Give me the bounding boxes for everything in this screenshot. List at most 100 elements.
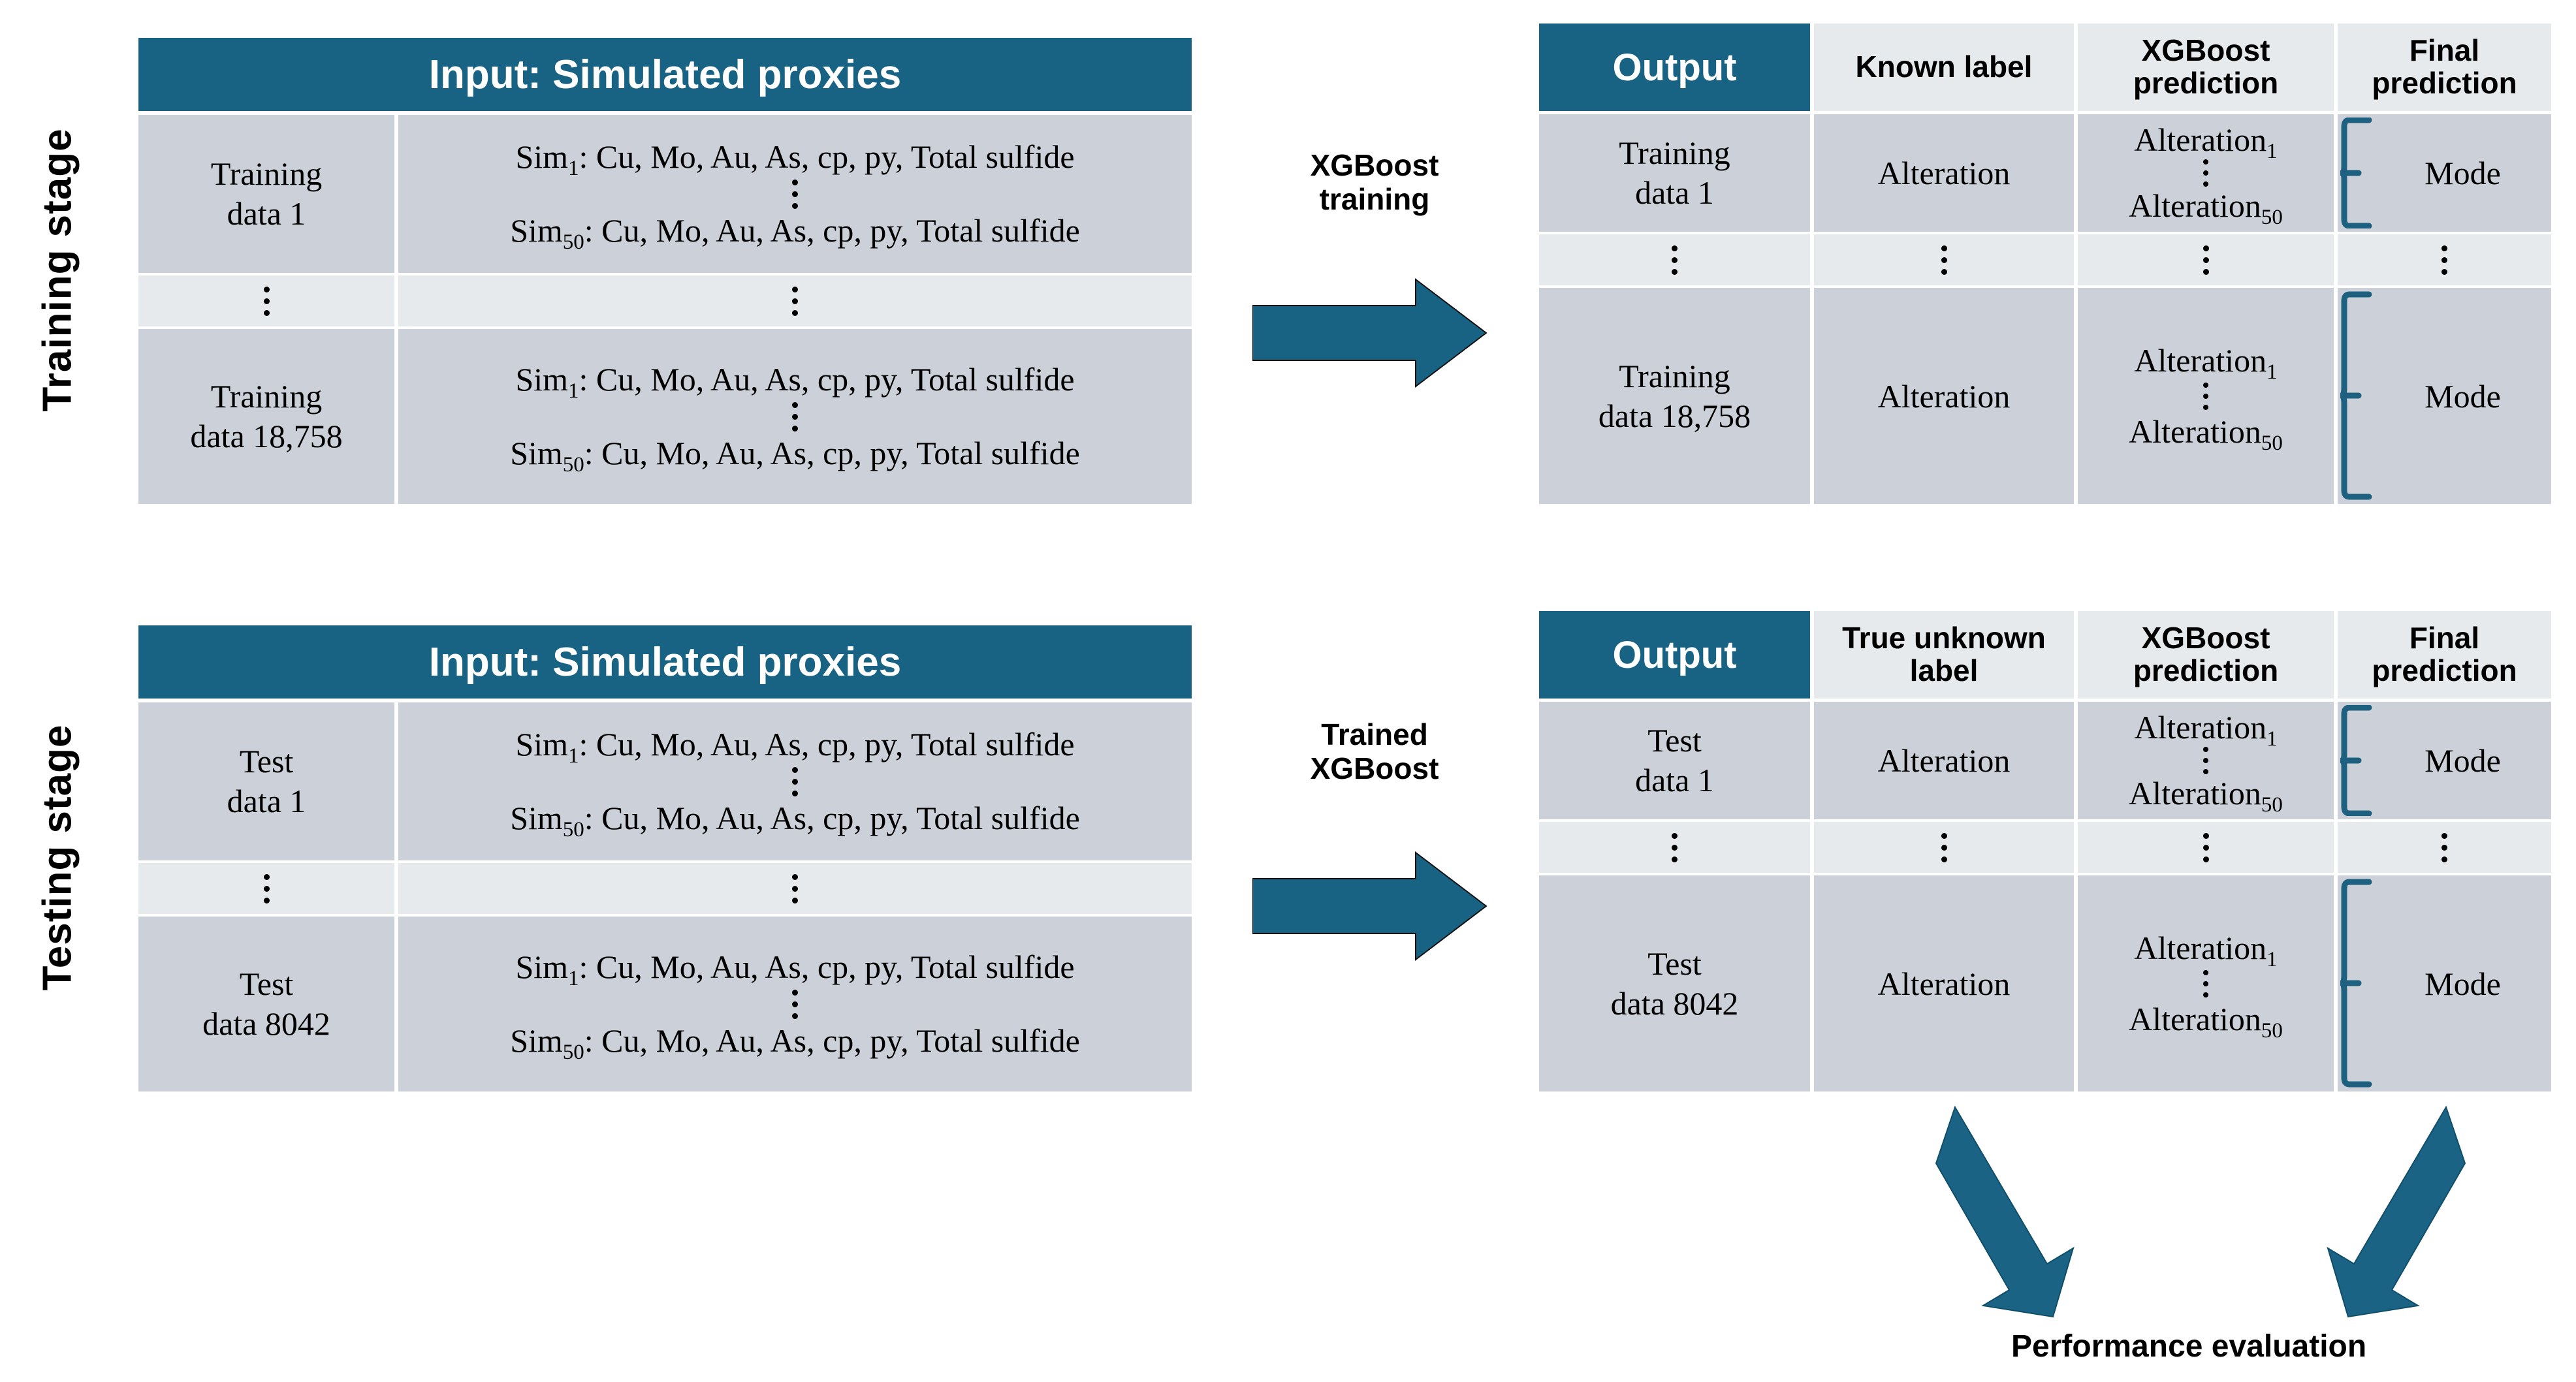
row-id-line1: Test — [239, 966, 294, 1002]
sim-index-last: 50 — [562, 230, 584, 254]
prediction-index-last: 50 — [2261, 1018, 2283, 1043]
table-cell-final-prediction: Mode — [2338, 875, 2551, 1091]
mode-bracket-icon — [2338, 879, 2378, 1088]
row-id-line2: data 8042 — [202, 1005, 330, 1042]
table-row-ellipsis-final — [2338, 822, 2551, 873]
table-cell-xgboost-prediction: Alteration1 Alteration50 — [2078, 875, 2334, 1091]
xgboost-training-arrow-label: XGBoost training — [1244, 148, 1505, 216]
trained-xgboost-arrow-icon — [1252, 847, 1487, 965]
proxy-line-first: Sim1: Cu, Mo, Au, As, cp, py, Total sulf… — [515, 360, 1075, 403]
trained-xgboost-arrow-label: Trained XGBoost — [1244, 717, 1505, 785]
table-row-id-cell: Training data 18,758 — [138, 329, 394, 504]
sim-text: Sim — [515, 949, 569, 985]
row-id-line1: Test — [1647, 722, 1702, 759]
testing-output-header-final-prediction: Final prediction — [2338, 611, 2551, 699]
table-cell-final-prediction: Mode — [2338, 288, 2551, 504]
training-output-header-xgboost-prediction: XGBoost prediction — [2078, 24, 2334, 111]
table-cell-known-label: Alteration — [1814, 702, 2074, 819]
header-line1: XGBoost — [2141, 33, 2270, 68]
sim-index-last: 50 — [562, 1041, 584, 1064]
proxy-tail: : Cu, Mo, Au, As, cp, py, Total sulfide — [579, 361, 1075, 398]
table-row-proxy-cell: Sim1: Cu, Mo, Au, As, cp, py, Total sulf… — [398, 702, 1192, 860]
prediction-first: Alteration1 — [2134, 120, 2278, 163]
vertical-dots — [2203, 747, 2208, 774]
header-line2: prediction — [2372, 66, 2517, 100]
prediction-text: Alteration — [2134, 121, 2267, 158]
row-id-line2: data 18,758 — [1598, 397, 1751, 434]
table-row-proxy-cell: Sim1: Cu, Mo, Au, As, cp, py, Total sulf… — [398, 115, 1192, 273]
testing-output-header-xgboost-prediction: XGBoost prediction — [2078, 611, 2334, 699]
arrow-label-line1: Trained — [1321, 717, 1428, 751]
proxy-tail: : Cu, Mo, Au, As, cp, py, Total sulfide — [579, 726, 1075, 762]
header-line1: True unknown — [1842, 621, 2046, 655]
table-cell-xgboost-prediction: Alteration 1 Alteration50 — [2078, 288, 2334, 504]
prediction-last: Alteration50 — [2129, 186, 2283, 228]
table-row-proxy-cell: Sim1: Cu, Mo, Au, As, cp, py, Total sulf… — [398, 329, 1192, 504]
table-cell-known-label: Alteration — [1814, 875, 2074, 1091]
arrow-label-line1: XGBoost — [1310, 148, 1439, 182]
vertical-dots — [792, 177, 798, 211]
prediction-last: Alteration50 — [2129, 999, 2283, 1042]
sim-text: Sim — [515, 361, 569, 398]
prediction-text: Alteration — [2134, 929, 2267, 966]
prediction-first: Alteration1 — [2134, 928, 2278, 971]
table-row-ellipsis-known — [1814, 822, 2074, 873]
table-row-id-cell: Training data 18,758 — [1539, 288, 1810, 504]
table-row-ellipsis-id — [138, 275, 394, 326]
table-row-ellipsis-id — [1539, 822, 1810, 873]
header-line2: prediction — [2133, 653, 2279, 687]
prediction-index-first: 1 — [2266, 140, 2278, 163]
training-output-table-header: Output — [1539, 24, 1810, 111]
proxy-line-last: Sim50: Cu, Mo, Au, As, cp, py, Total sul… — [510, 211, 1080, 254]
prediction-first: Alteration1 — [2134, 708, 2277, 750]
mode-bracket-icon — [2338, 117, 2378, 229]
prediction-text: Alteration — [2129, 775, 2261, 811]
row-id-line1: Test — [1647, 945, 1702, 982]
table-cell-final-prediction: Mode — [2338, 702, 2551, 819]
table-row-ellipsis-prediction — [2078, 822, 2334, 873]
row-id-line2: data 1 — [227, 783, 306, 819]
mode-bracket-icon — [2338, 704, 2378, 817]
table-row-ellipsis-final — [2338, 234, 2551, 285]
sim-text: Sim — [515, 726, 569, 762]
sim-index-first: 1 — [568, 744, 579, 768]
row-id-line2: data 1 — [1635, 174, 1714, 211]
table-row-ellipsis-id — [1539, 234, 1810, 285]
prediction-text: Alteration — [2129, 413, 2261, 450]
table-row-ellipsis-proxy — [398, 863, 1192, 914]
row-id-line1: Training — [1619, 357, 1730, 394]
table-row-id-cell: Training data 1 — [138, 115, 394, 273]
proxy-tail: : Cu, Mo, Au, As, cp, py, Total sulfide — [579, 138, 1075, 175]
row-id-line1: Training — [210, 378, 323, 415]
table-row-id-cell: Test data 8042 — [1539, 875, 1810, 1091]
sim-text: Sim — [510, 212, 563, 249]
testing-output-header-true-unknown-label: True unknown label — [1814, 611, 2074, 699]
prediction-index-first: 1 — [2266, 360, 2278, 384]
mode-bracket-icon — [2338, 291, 2378, 500]
sim-text: Sim — [510, 1022, 563, 1059]
proxy-tail: : Cu, Mo, Au, As, cp, py, Total sulfide — [579, 949, 1075, 985]
sim-index-last: 50 — [562, 453, 584, 477]
prediction-index-first: 1 — [2266, 727, 2278, 751]
proxy-line-first: Sim1: Cu, Mo, Au, As, cp, py, Total sulf… — [515, 947, 1075, 990]
table-row-id-cell: Test data 8042 — [138, 917, 394, 1091]
training-output-header-known-label: Known label — [1814, 24, 2074, 111]
testing-output-table-header: Output — [1539, 611, 1810, 699]
proxy-line-last: Sim50: Cu, Mo, Au, As, cp, py, Total sul… — [510, 798, 1080, 841]
training-input-table-header: Input: Simulated proxies — [138, 38, 1192, 111]
proxy-line-first: Sim1: Cu, Mo, Au, As, cp, py, Total sulf… — [515, 725, 1075, 767]
table-cell-xgboost-prediction: Alteration1 Alteration50 — [2078, 114, 2334, 232]
vertical-dots — [792, 987, 798, 1021]
prediction-index-last: 50 — [2261, 431, 2283, 455]
header-line2: label — [1909, 653, 1979, 687]
stage-label-testing: Testing stage — [35, 724, 80, 991]
prediction-last: Alteration50 — [2129, 412, 2283, 455]
evaluation-arrow-right-icon — [2256, 1103, 2472, 1319]
table-row-ellipsis-proxy — [398, 275, 1192, 326]
prediction-index-last: 50 — [2261, 793, 2283, 817]
table-row-ellipsis-known — [1814, 234, 2074, 285]
table-row-proxy-cell: Sim1: Cu, Mo, Au, As, cp, py, Total sulf… — [398, 917, 1192, 1091]
training-output-header-final-prediction: Final prediction — [2338, 24, 2551, 111]
prediction-index-first: 1 — [2266, 947, 2278, 971]
sim-index-first: 1 — [568, 379, 579, 403]
